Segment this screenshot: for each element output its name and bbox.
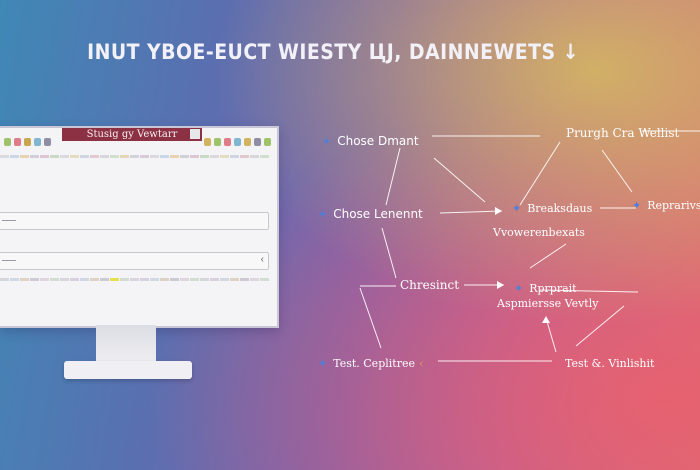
sparkle-icon: ✦: [514, 282, 524, 295]
node-chose-lenennt: ✦ Chose Lenennt: [318, 207, 423, 221]
connector-line: [439, 210, 503, 214]
app-title: Stusig gy Vewtarr: [86, 129, 178, 140]
connector-line: [359, 287, 382, 349]
connector-line: [385, 147, 401, 206]
connector-line: [381, 227, 397, 279]
node-choose-dmant: ✦ Chose Dmant: [322, 134, 419, 148]
toolbar-icon: [204, 138, 211, 146]
node-label: Reprarivs: [647, 199, 700, 212]
connector-line: [433, 157, 486, 203]
node-label: Chose Dmant: [337, 134, 419, 148]
node-label: Prurgh Cra Wellist: [566, 126, 680, 140]
node-prurgh: Prurgh Cra Wellist: [566, 126, 679, 140]
sparkle-icon: ✦: [512, 202, 522, 215]
sparkle-icon: ✦: [318, 357, 328, 370]
node-vvowerenbexats: Vvowerenbexats: [493, 226, 585, 239]
connector-line: [601, 149, 633, 193]
connector-line: [529, 243, 567, 269]
app-title-bar: Stusig gy Vewtarr: [62, 128, 202, 141]
connector-line: [575, 305, 625, 347]
chevron-down-icon: ‹: [260, 254, 264, 265]
color-strip: [0, 155, 270, 158]
close-icon: [190, 129, 200, 139]
toolbar-icon: [4, 138, 11, 146]
input-field[interactable]: [0, 212, 269, 230]
page-title: INUT YBOE-EUCT WIESTY ЦJ, DAINNEWETS ↓: [87, 40, 579, 64]
node-test-vinlishit: Test &. Vinlishit: [565, 357, 654, 370]
color-strip: [0, 278, 270, 281]
toolbar-icon: [264, 138, 271, 146]
field-prefix-mark: [2, 220, 16, 221]
chevron-left-icon: ‹: [418, 357, 424, 370]
toolbar-icon: [244, 138, 251, 146]
toolbar-icon: [34, 138, 41, 146]
node-rprprait: ✦ Rprprait: [514, 282, 577, 295]
field-prefix-mark: [2, 260, 16, 261]
connector-line: [545, 317, 557, 353]
arrowhead: [542, 316, 550, 323]
toolbar-icon: [254, 138, 261, 146]
node-label: Chresinct: [400, 278, 460, 292]
node-label: Chose Lenennt: [333, 207, 423, 221]
node-label: Test. Ceplitree: [333, 357, 415, 370]
toolbar-icon: [14, 138, 21, 146]
node-chresinct: Chresinct: [400, 278, 459, 292]
toolbar-icon: [24, 138, 31, 146]
node-label: Aspmiersse Vevtly: [497, 297, 599, 310]
monitor-stand-base: [64, 361, 192, 379]
node-aspmierse: Aspmiersse Vevtly: [497, 297, 598, 310]
node-test-cepltree: ✦ Test. Ceplitree‹: [318, 357, 423, 370]
connector-line: [519, 141, 561, 206]
node-reprarivs: ✦ Reprarivs: [632, 199, 700, 212]
node-label: Rprprait: [529, 282, 577, 295]
toolbar-icon: [44, 138, 51, 146]
node-label: Breaksdaus: [527, 202, 593, 215]
arrowhead: [495, 207, 502, 215]
sparkle-icon: ✦: [632, 199, 642, 212]
toolbar-icon: [224, 138, 231, 146]
toolbar-icon: [234, 138, 241, 146]
monitor-screen: Stusig gy Vewtarr ‹: [0, 126, 279, 328]
arrowhead: [497, 281, 504, 289]
connector-line: [539, 289, 639, 293]
dropdown-field[interactable]: ‹: [0, 252, 269, 270]
toolbar-icon-strip: [0, 138, 275, 148]
monitor-stand-neck: [96, 325, 156, 363]
node-breaksdaus: ✦ Breaksdaus: [512, 202, 592, 215]
node-label: Test &. Vinlishit: [565, 357, 655, 370]
sparkle-icon: ✦: [322, 135, 332, 148]
node-label: Vvowerenbexats: [493, 226, 585, 239]
toolbar-icon: [214, 138, 221, 146]
sparkle-icon: ✦: [318, 208, 328, 221]
